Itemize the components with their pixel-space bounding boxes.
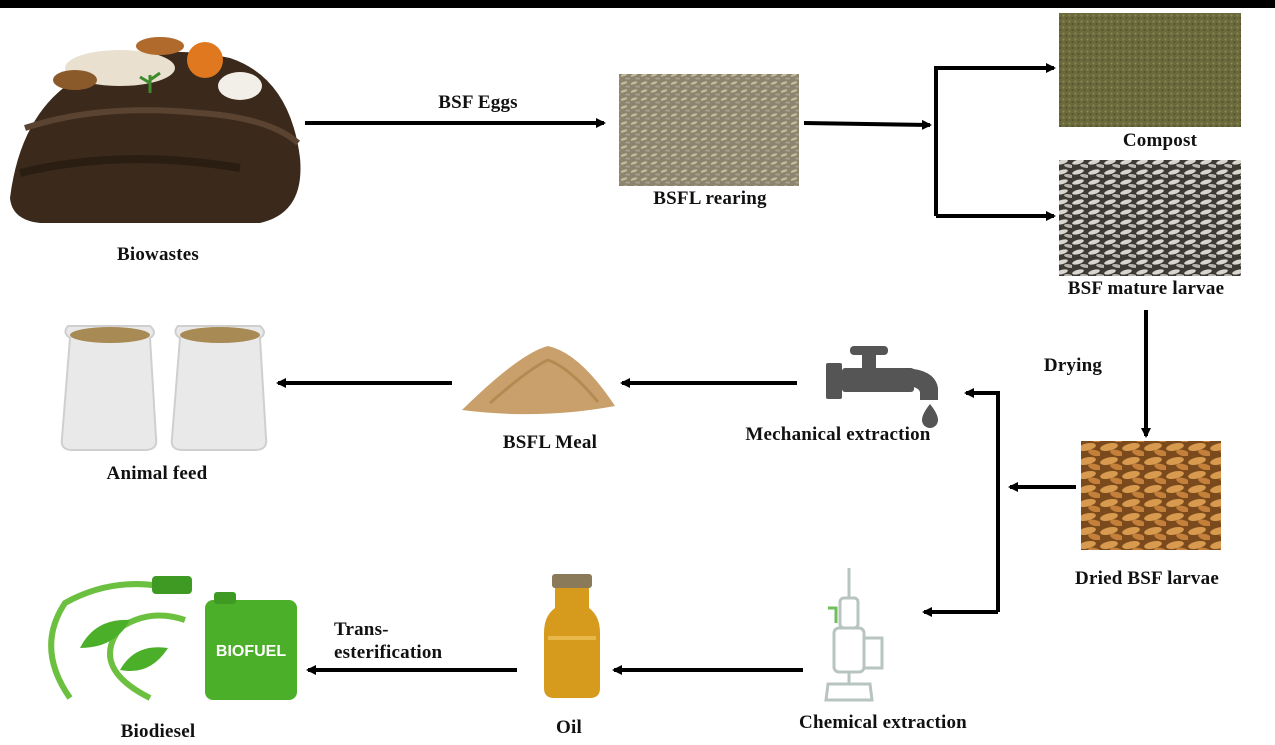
- biofuel-jerrycan-icon: BIOFUEL: [48, 576, 297, 701]
- dried-larvae-icon: [1081, 441, 1221, 550]
- label-transesterification-line2: esterification: [334, 642, 443, 663]
- label-drying: Drying: [1043, 355, 1103, 376]
- arrow-split-to-mechanical: [964, 388, 1000, 612]
- label-mechanical-extraction: Mechanical extraction: [745, 424, 931, 445]
- oil-bottle-icon: [544, 574, 600, 698]
- soxhlet-extractor-icon: [824, 568, 884, 702]
- label-compost: Compost: [1122, 130, 1198, 151]
- label-bsfl-rearing: BSFL rearing: [653, 188, 767, 209]
- biowaste-pile-icon: [10, 37, 301, 223]
- biofuel-can-label: BIOFUEL: [216, 643, 286, 660]
- flow-diagram: BIOFUEL: [10, 13, 1241, 702]
- label-biowastes: Biowastes: [116, 244, 200, 265]
- label-animal-feed: Animal feed: [106, 463, 208, 484]
- meal-pile-icon: [462, 346, 615, 415]
- water-tap-icon: [826, 346, 938, 428]
- arrow-branch-to-compost: [934, 63, 1056, 216]
- diagram-canvas: BIOFUEL Biowastes BSF Eggs BSFL rearing …: [0, 8, 1275, 745]
- label-dried-bsf-larvae: Dried BSF larvae: [1075, 568, 1219, 589]
- arrows: [276, 63, 1151, 675]
- label-bsf-mature-larvae: BSF mature larvae: [1067, 278, 1225, 299]
- label-bsf-eggs: BSF Eggs: [438, 92, 518, 113]
- label-oil: Oil: [556, 717, 582, 738]
- label-biodiesel: Biodiesel: [120, 721, 196, 742]
- white-larvae-icon: [1059, 160, 1241, 276]
- label-chemical-extraction: Chemical extraction: [799, 712, 967, 733]
- label-transesterification-line1: Trans-: [334, 619, 389, 640]
- label-bsfl-meal: BSFL Meal: [502, 432, 598, 453]
- compost-texture-icon: [1059, 13, 1241, 127]
- feed-sack-icon: [60, 325, 268, 451]
- larvae-tray-icon: [619, 74, 799, 186]
- arrow-rearing-to-branch: [803, 119, 932, 130]
